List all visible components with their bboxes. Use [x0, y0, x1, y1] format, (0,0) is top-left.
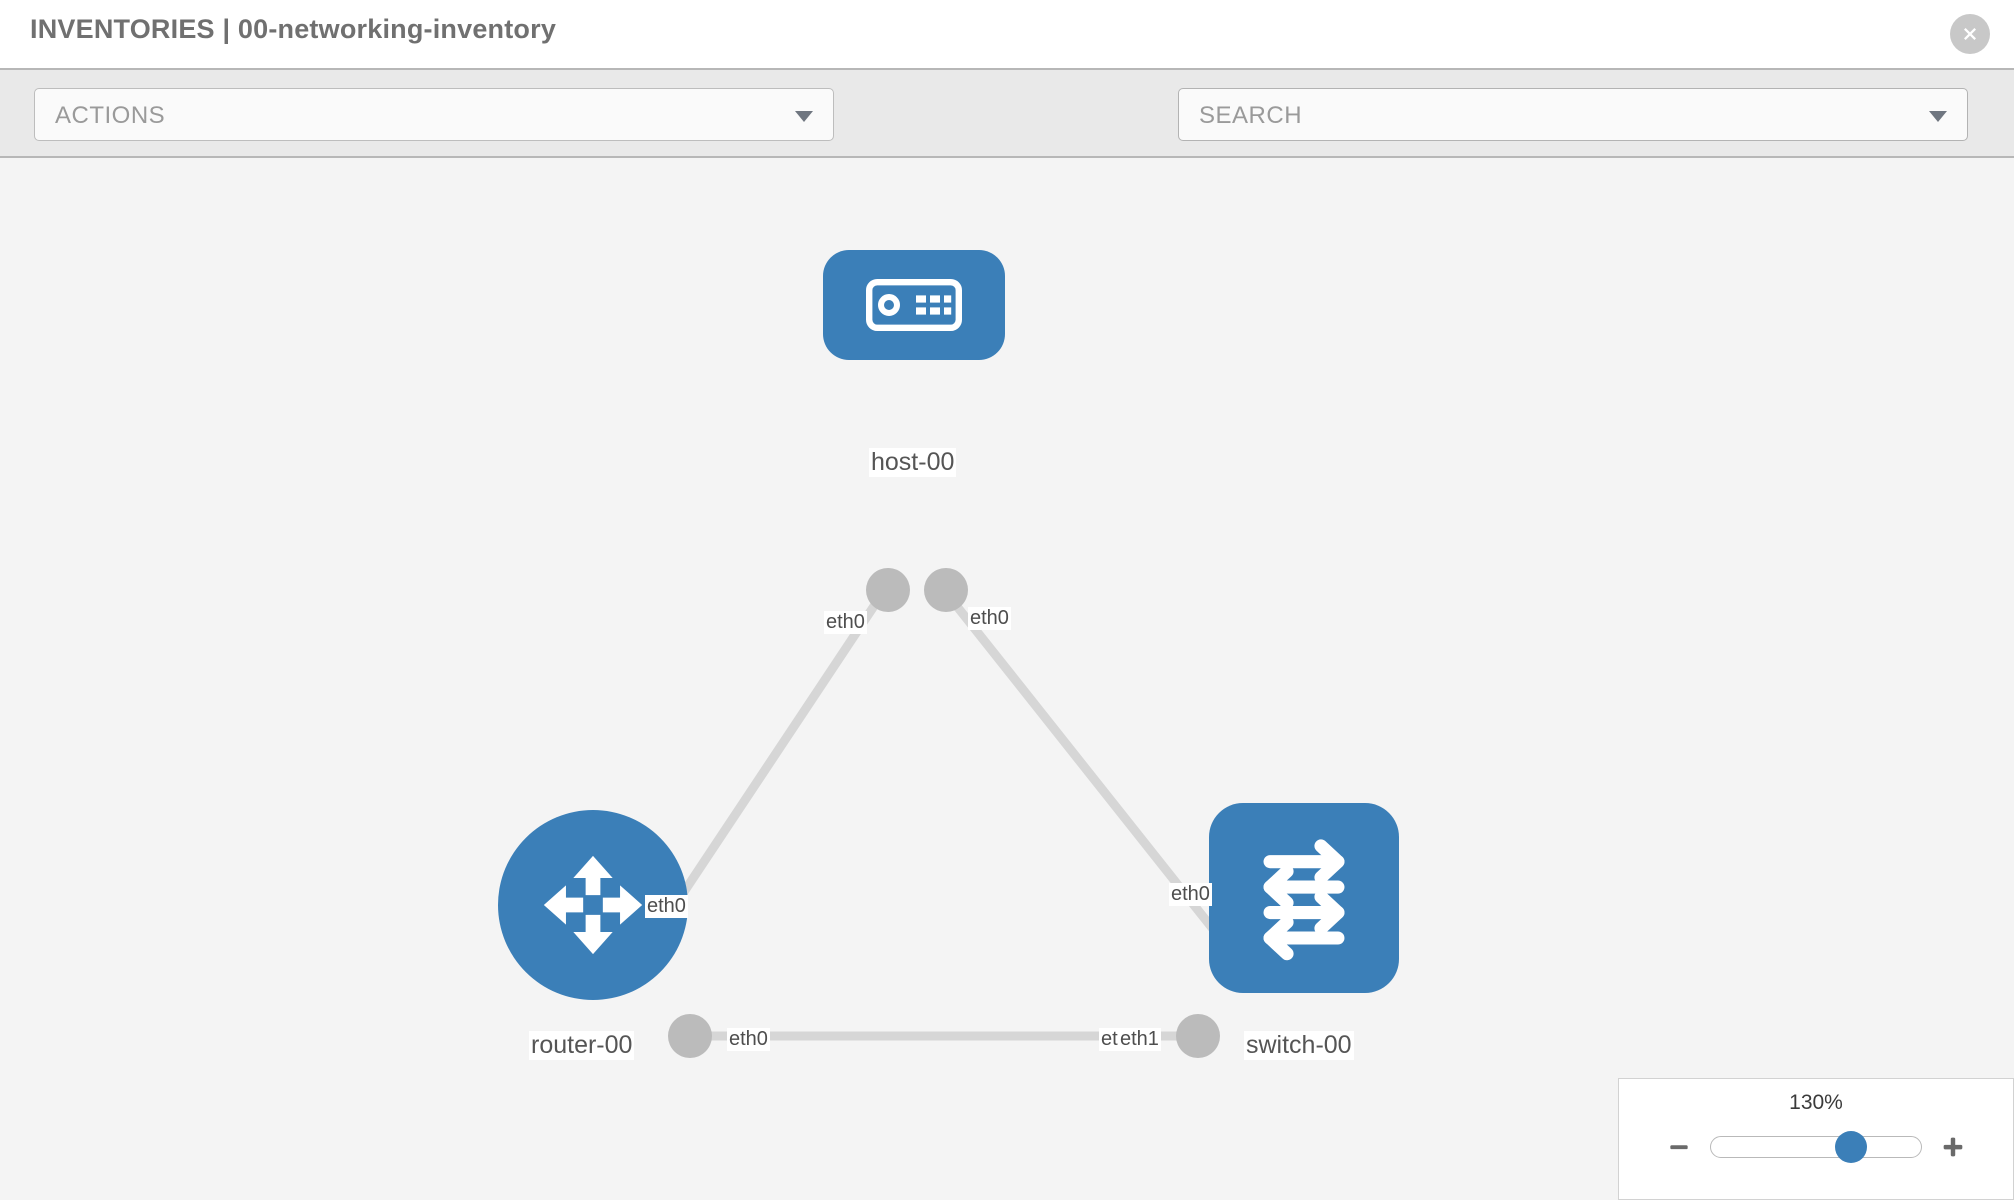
graph-links [636, 582, 1232, 1041]
edge-label-host-switch-source: eth0 [968, 607, 1011, 630]
page-title: INVENTORIES | 00-networking-inventory [30, 14, 557, 44]
topology-graph [636, 568, 1254, 1058]
switch-arrows-icon [1263, 839, 1345, 961]
zoom-slider-row [1619, 1127, 2013, 1167]
edge-label-host-router-source: eth0 [824, 611, 867, 634]
node-router-00-label: router-00 [529, 1031, 635, 1060]
minus-icon [1670, 1145, 1688, 1150]
graph-endpoint-nubs [668, 568, 1254, 1058]
zoom-slider-thumb[interactable] [1835, 1131, 1867, 1163]
zoom-slider-track[interactable] [1710, 1131, 1922, 1163]
nub-host-right [924, 568, 968, 612]
zoom-control: 130% [1618, 1078, 2014, 1200]
node-host-00[interactable] [823, 250, 1005, 360]
edge-label-host-switch-target: eth0 [1169, 883, 1212, 906]
node-host-00-label: host-00 [869, 448, 957, 477]
node-switch-00-shape [1209, 803, 1399, 993]
nub-host-left [866, 568, 910, 612]
search-input[interactable]: SEARCH [1178, 88, 1968, 141]
actions-dropdown-label: ACTIONS [55, 102, 166, 129]
nub-switch-west [1176, 1014, 1220, 1058]
chevron-down-icon [795, 111, 813, 122]
topology-canvas[interactable]: host-00 router-00 [0, 158, 2014, 1200]
router-arrows-icon [543, 855, 643, 955]
plus-icon [1943, 1137, 1963, 1157]
edge-label-router-switch-source: eth0 [727, 1028, 770, 1051]
server-icon [866, 279, 962, 331]
zoom-percent-label: 130% [1789, 1091, 1843, 1114]
nub-router-east [668, 1014, 712, 1058]
close-x-glyph [1964, 28, 1976, 40]
node-switch-00[interactable] [1209, 803, 1399, 993]
edge-label-router-switch-target: eth1 [1118, 1028, 1161, 1051]
page-header: INVENTORIES | 00-networking-inventory [0, 0, 2014, 70]
zoom-in-button[interactable] [1936, 1130, 1970, 1164]
edge-label-host-router-target: eth0 [645, 895, 688, 918]
actions-dropdown[interactable]: ACTIONS [34, 88, 834, 141]
chevron-down-icon[interactable] [1929, 111, 1947, 122]
node-host-00-shape [823, 250, 1005, 360]
search-placeholder: SEARCH [1199, 102, 1303, 129]
zoom-out-button[interactable] [1662, 1130, 1696, 1164]
close-icon[interactable] [1950, 14, 1990, 54]
toolbar: ACTIONS SEARCH [0, 70, 2014, 202]
node-switch-00-label: switch-00 [1244, 1031, 1354, 1060]
